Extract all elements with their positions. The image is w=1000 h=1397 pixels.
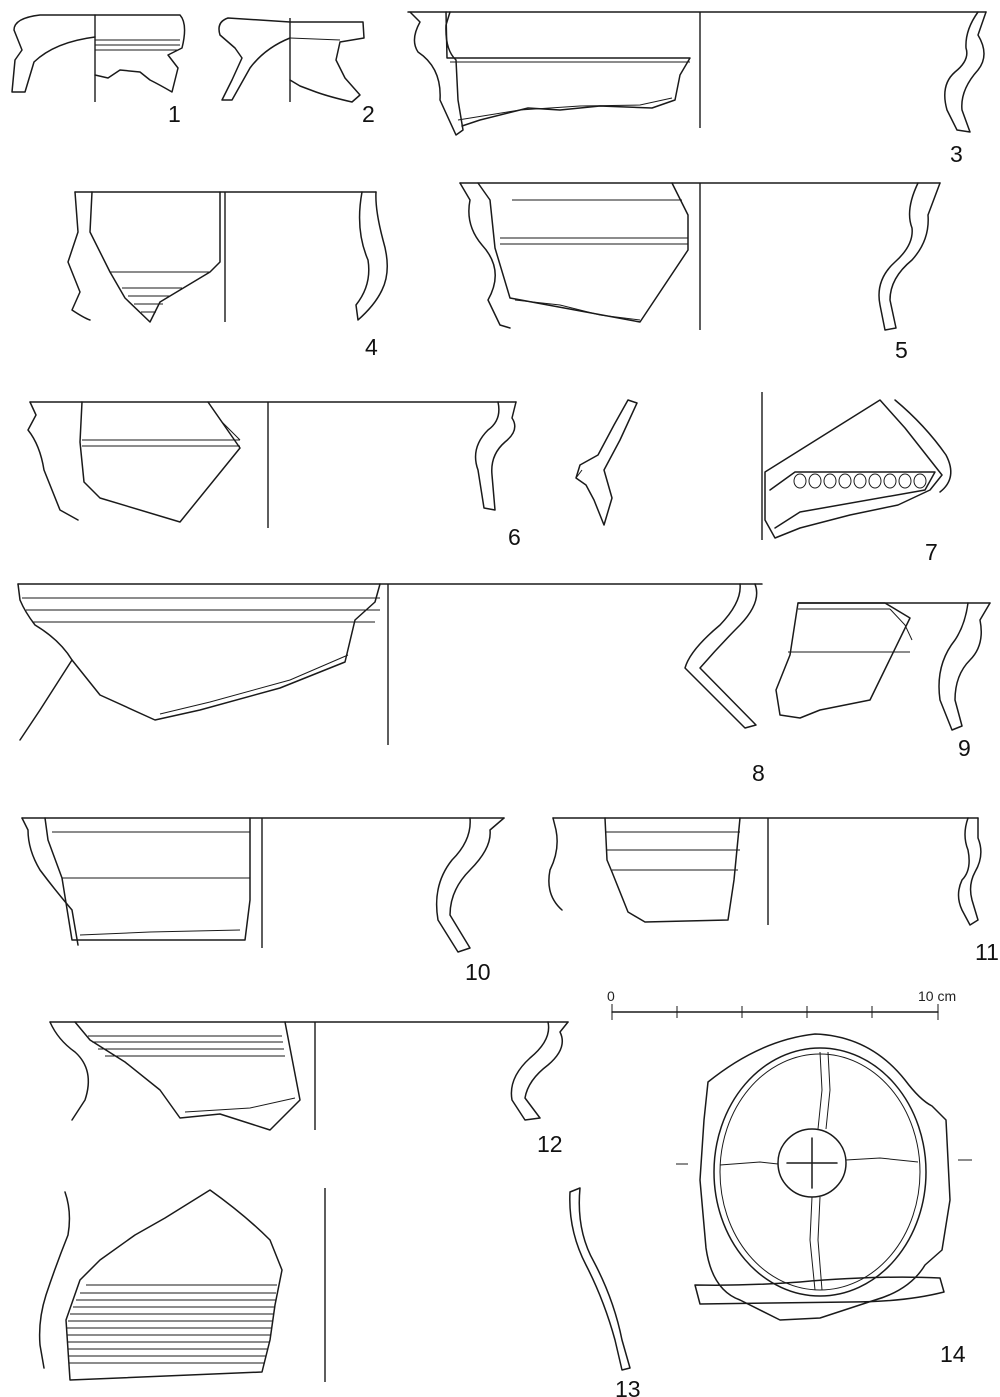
sherd-drawing-3: 3 [407,11,987,167]
figure-number-2: 2 [362,101,375,127]
sherd-drawing-7: 7 [761,392,952,565]
figure-number-14: 14 [940,1341,966,1367]
sherd-drawing-13: 13 [38,1187,641,1397]
figure-number-8: 8 [752,760,765,786]
sherd-drawing-2: 2 [218,17,375,127]
figure-number-11: 11 [975,939,999,965]
sherd-drawing-5: 5 [459,182,941,363]
figure-number-9: 9 [958,735,971,761]
scale-bar-end-label: 10 cm [918,988,956,1004]
sherd-drawing-6: 6 [27,401,521,550]
figure-number-13: 13 [615,1376,641,1397]
figure-number-6: 6 [508,524,521,550]
figure-number-3: 3 [950,141,963,167]
sherd-drawing-12: 12 [49,1021,569,1157]
sherd-drawing-4: 4 [67,191,388,360]
figure-number-4: 4 [365,334,378,360]
sherd-drawing-9: 9 [775,602,991,761]
lid-drawing-14: 14 [676,1033,972,1367]
figure-number-10: 10 [465,959,491,985]
sherd-profile-fragment [575,399,638,526]
sherd-drawing-1: 1 [11,14,186,127]
figure-number-5: 5 [895,337,908,363]
scale-bar: 0 10 cm [607,988,956,1020]
figure-number-7: 7 [925,539,938,565]
sherd-drawing-11: 11 [548,817,999,965]
sherd-drawing-10: 10 [21,817,505,985]
figure-number-1: 1 [168,101,181,127]
sherd-drawing-8: 8 [17,583,765,786]
impressed-dots-row [793,473,927,489]
figure-number-12: 12 [537,1131,563,1157]
scale-bar-start-label: 0 [607,988,615,1004]
